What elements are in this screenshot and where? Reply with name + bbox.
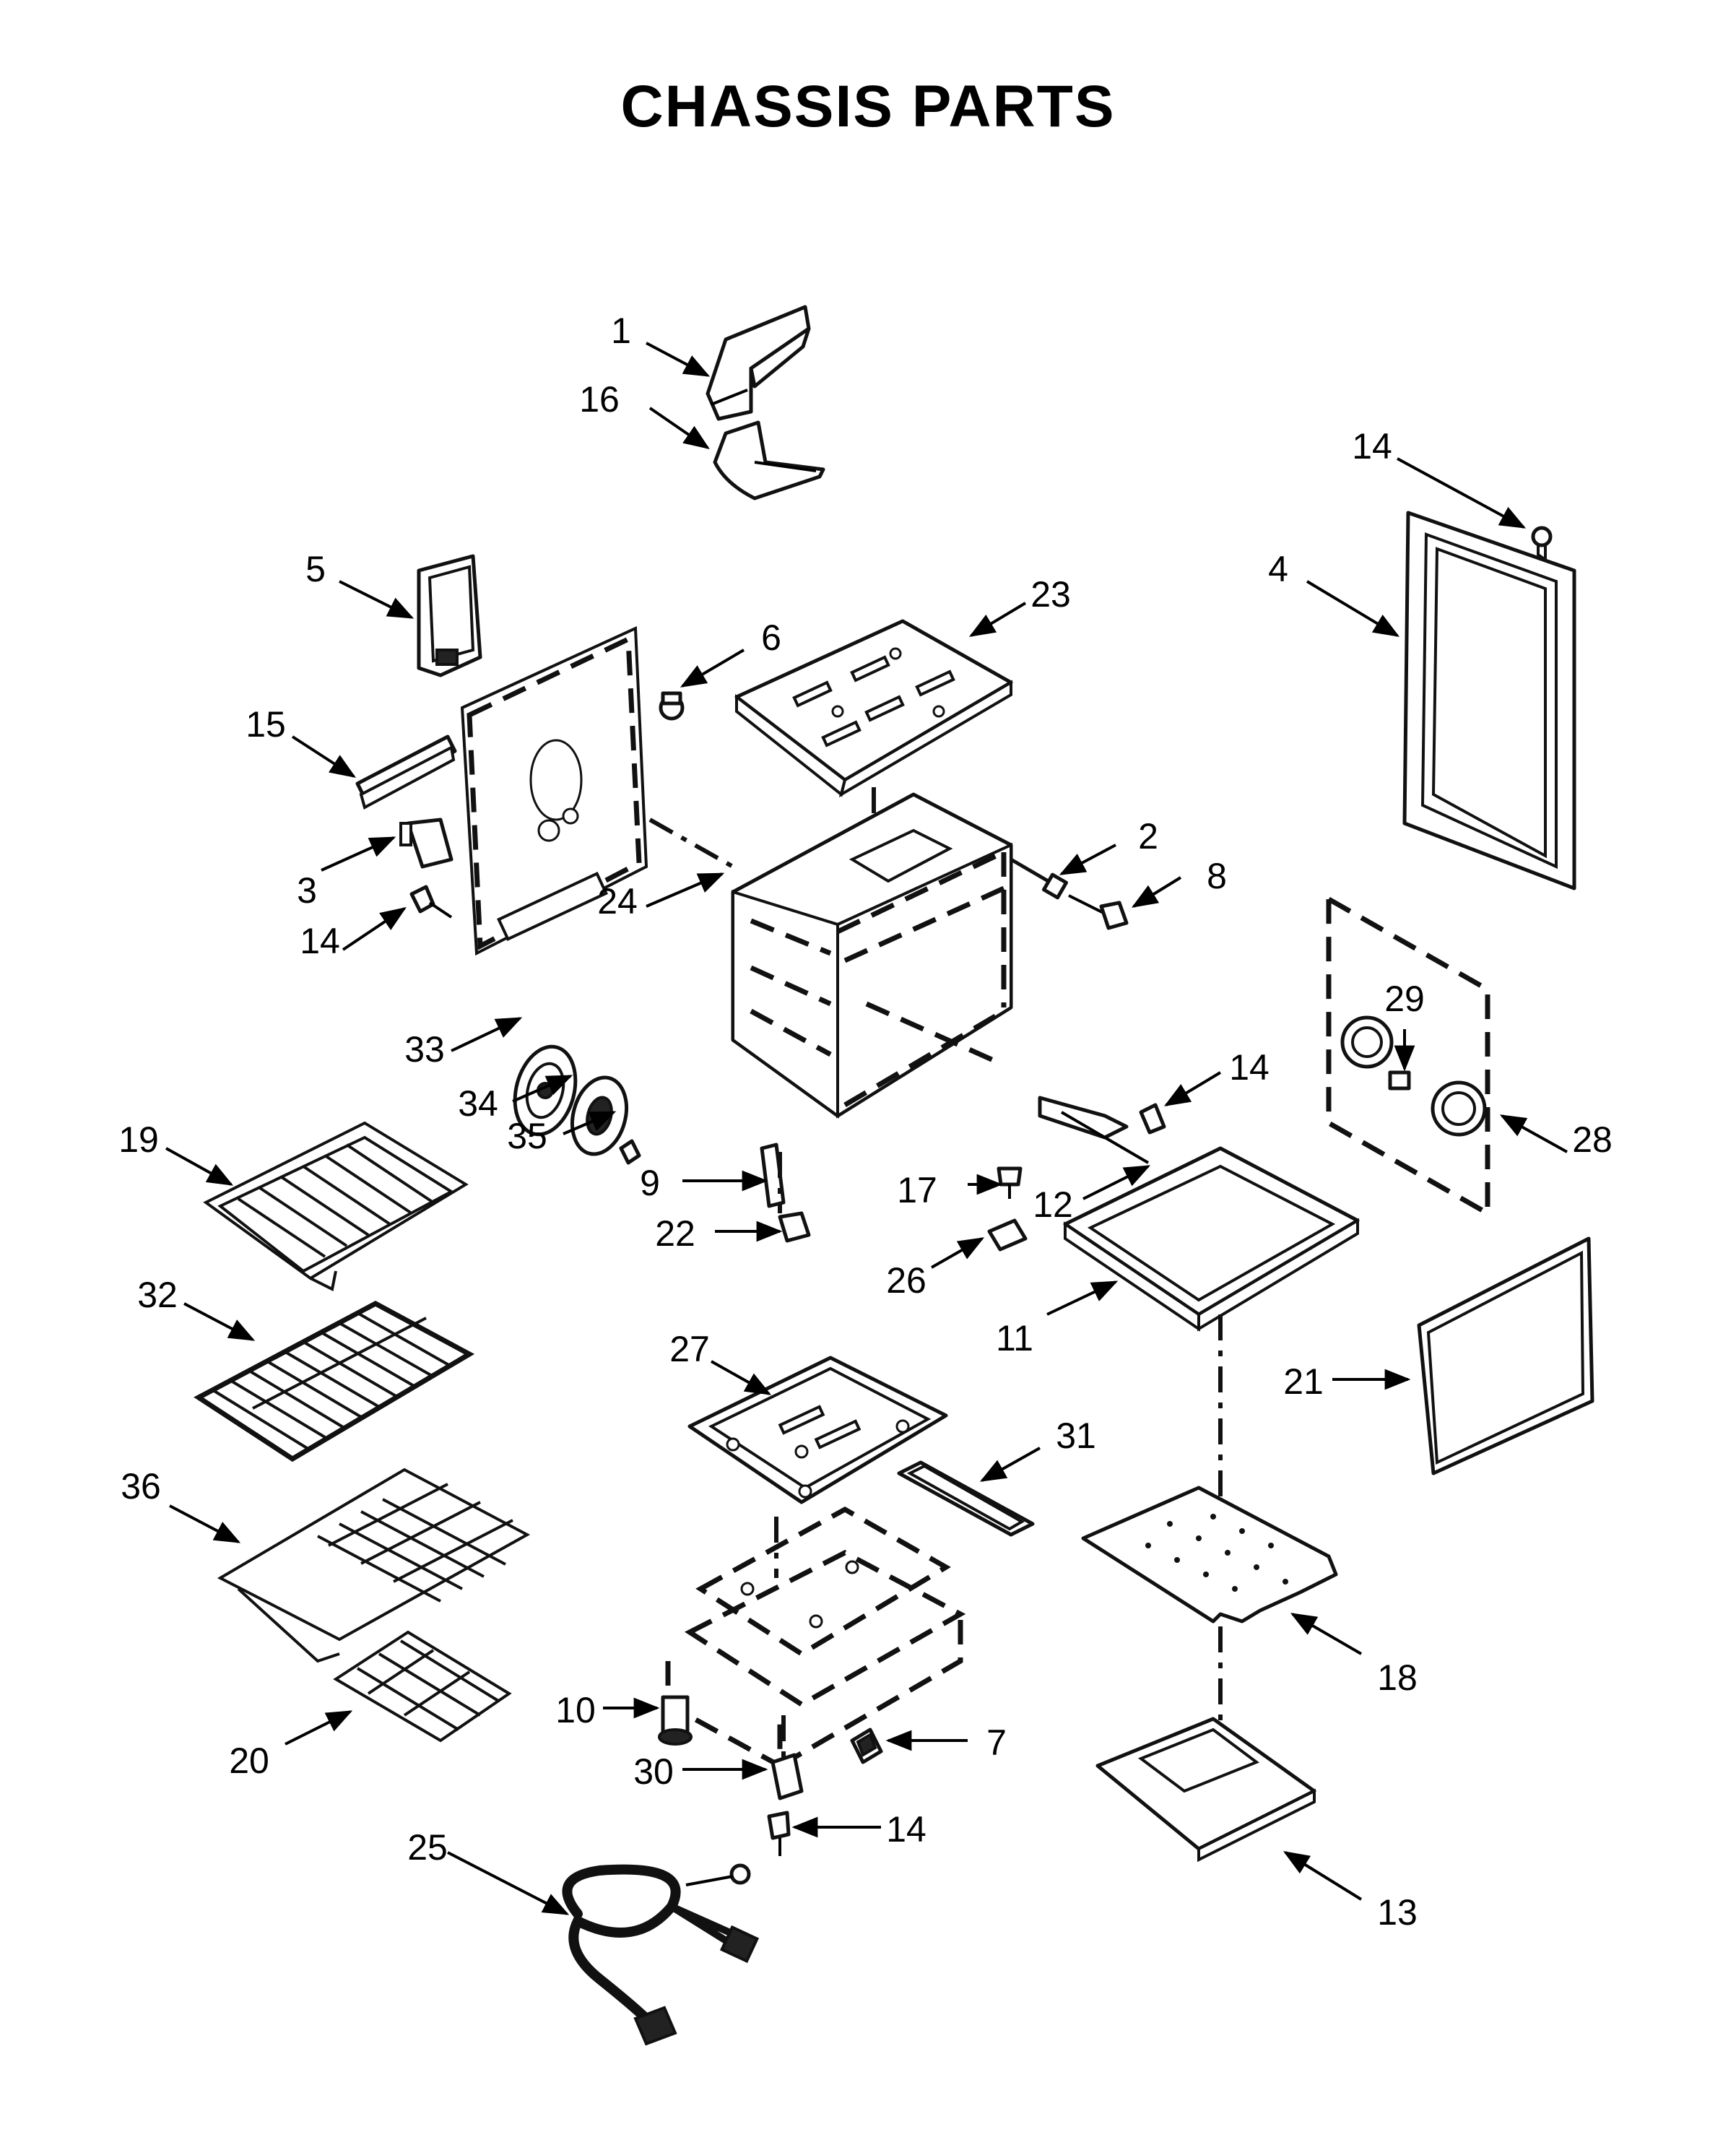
callout-31: 31	[1056, 1416, 1096, 1456]
callout-32: 32	[137, 1275, 178, 1315]
part-5-vent-cover	[417, 554, 482, 677]
callout-14: 14	[1229, 1047, 1270, 1088]
part-15-rail	[355, 734, 457, 810]
callout-29: 29	[1384, 979, 1425, 1019]
part-14-screw-bottom	[767, 1811, 791, 1856]
callout-17: 17	[897, 1170, 937, 1210]
leader-arrows	[165, 342, 1568, 1915]
callout-36: 36	[121, 1466, 161, 1507]
part-32-oven-rack	[194, 1301, 475, 1462]
part-16-duct-shield	[713, 420, 825, 500]
part-3-bracket	[399, 818, 453, 869]
part-27-drawer-top	[687, 1356, 948, 1504]
part-18-bottom-shield	[1081, 1486, 1338, 1624]
callout-14: 14	[886, 1809, 926, 1850]
callout-21: 21	[1283, 1361, 1324, 1402]
diagram-title: CHASSIS PARTS	[620, 74, 1115, 139]
callout-19: 19	[118, 1119, 159, 1160]
part-12-igniter	[1038, 1096, 1166, 1164]
callout-34: 34	[458, 1083, 498, 1124]
callout-2: 2	[1138, 816, 1158, 857]
callout-16: 16	[579, 379, 620, 420]
callout-26: 26	[886, 1260, 926, 1301]
callout-35: 35	[507, 1116, 547, 1156]
callout-23: 23	[1030, 574, 1071, 615]
callout-24: 24	[597, 881, 638, 922]
part-21-gasket	[1417, 1236, 1594, 1475]
part-17-screw	[997, 1166, 1023, 1199]
callout-13: 13	[1377, 1892, 1418, 1933]
part-11-oven-bottom	[1063, 1146, 1360, 1332]
callout-18: 18	[1377, 1657, 1418, 1698]
callout-7: 7	[986, 1722, 1007, 1763]
part-31-slide	[897, 1460, 1035, 1537]
callout-12: 12	[1033, 1184, 1073, 1225]
part-10-leveling-leg	[658, 1695, 693, 1746]
callout-14: 14	[1352, 426, 1392, 467]
part-1-vent-duct	[706, 305, 811, 421]
callout-8: 8	[1207, 856, 1227, 896]
rear-panel	[460, 625, 648, 956]
callout-11: 11	[996, 1318, 1033, 1358]
part-35-fan-nut	[619, 1139, 641, 1165]
callout-labels: 1 16 14 5 4 23 6 15 2 3 8 14 24 29 33 14…	[118, 311, 1613, 1933]
part-7-clip	[850, 1728, 883, 1764]
callout-4: 4	[1268, 549, 1288, 589]
callout-15: 15	[246, 704, 286, 745]
callout-5: 5	[305, 549, 326, 589]
callout-27: 27	[669, 1329, 710, 1369]
callout-28: 28	[1572, 1119, 1613, 1160]
callout-6: 6	[761, 617, 781, 658]
part-30-anti-tip-bracket	[771, 1715, 804, 1800]
part-4-door-frame	[1402, 511, 1576, 890]
part-2-hinge-pin	[1010, 857, 1069, 900]
part-13-storage-tray	[1095, 1717, 1316, 1863]
callout-25: 25	[407, 1827, 448, 1868]
part-19-rack	[203, 1121, 469, 1291]
part-26-clip	[987, 1218, 1028, 1252]
callout-3: 3	[297, 870, 317, 911]
part-23-top-panel	[734, 619, 1013, 798]
callout-1: 1	[611, 311, 631, 351]
part-36-glide-rack	[217, 1468, 531, 1663]
part-24-oven-cavity	[648, 792, 1013, 1119]
part-8-screw	[1068, 894, 1129, 930]
callout-14: 14	[300, 921, 340, 961]
part-20-half-rack	[333, 1630, 512, 1743]
callout-20: 20	[229, 1741, 269, 1781]
part-14-screw-left	[409, 885, 453, 919]
callout-30: 30	[633, 1751, 674, 1792]
part-22-screw	[778, 1152, 811, 1243]
part-drawings	[194, 305, 1594, 2046]
part-28-control-assembly	[1326, 894, 1490, 1218]
drawer-frame	[665, 1506, 966, 1770]
part-6-grommet	[659, 691, 685, 721]
callout-9: 9	[640, 1163, 660, 1203]
part-25-power-cord	[562, 1863, 760, 2046]
callout-22: 22	[655, 1213, 695, 1254]
callout-10: 10	[555, 1690, 596, 1730]
callout-33: 33	[404, 1029, 445, 1070]
